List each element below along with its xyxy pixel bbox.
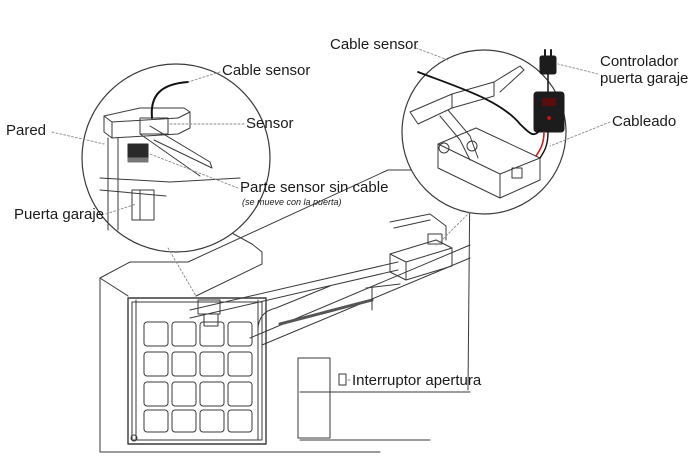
parte-sensor-label: Parte sensor sin cable: [240, 179, 389, 196]
pared-label: Pared: [6, 122, 47, 139]
sensor-label: Sensor: [246, 115, 294, 132]
left-detail-circle: [81, 63, 271, 253]
puerta-garaje-label: Puerta garaje: [14, 206, 105, 223]
controlador-label-line1: Controlador: [600, 53, 679, 70]
door-panels: [143, 321, 253, 433]
cableado-label: Cableado: [612, 113, 677, 130]
right-detail-circle: [401, 49, 567, 215]
cable-sensor-left-label: Cable sensor: [222, 62, 311, 79]
opener-unit: [389, 213, 453, 281]
leader-lines: [51, 47, 611, 381]
garage-door: [127, 285, 331, 445]
opener-rail: [189, 229, 401, 327]
controlador-label-line2: puerta garaje: [600, 70, 689, 87]
side-door: [297, 357, 331, 439]
wall-switch: [338, 373, 347, 386]
parte-sensor-note: (se mueve con la puerta): [242, 197, 342, 207]
interruptor-label: Interruptor apertura: [352, 372, 482, 389]
cable-sensor-right-label: Cable sensor: [330, 36, 419, 53]
